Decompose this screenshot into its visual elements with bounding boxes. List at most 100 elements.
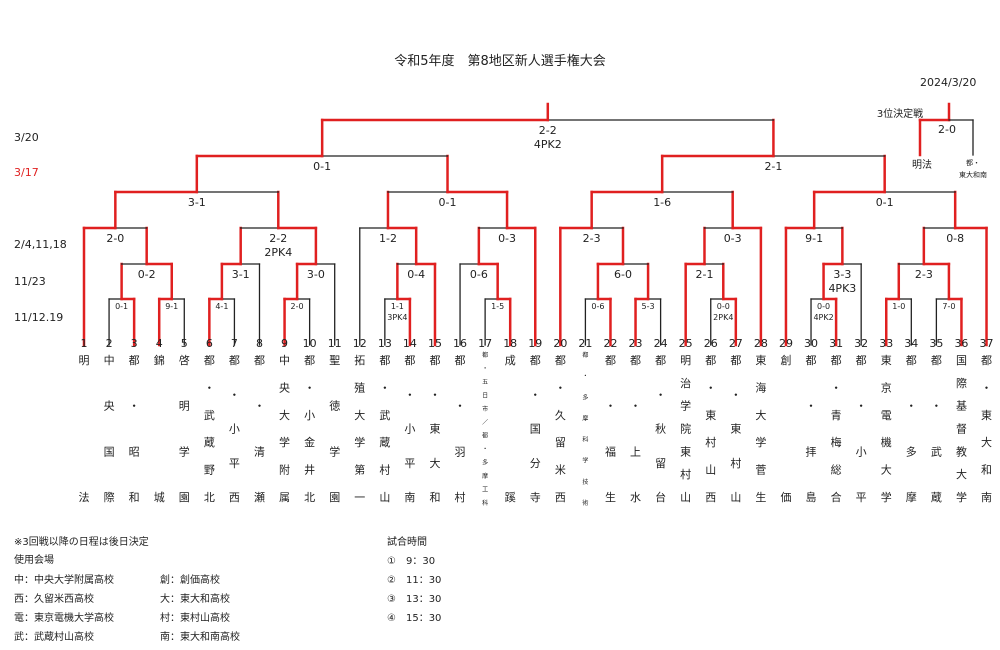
team-name-char: 蔵 <box>204 436 215 449</box>
match-score: 9-1 <box>805 232 823 245</box>
team-name-char: 久 <box>555 409 566 422</box>
team-number: 34 <box>904 337 918 350</box>
team-name-char: ・ <box>831 381 842 394</box>
match-score: 0-0 <box>717 302 730 311</box>
team-number: 17 <box>478 337 492 350</box>
team-name-char: 南 <box>404 491 415 504</box>
team-name-char: 村 <box>455 490 466 504</box>
team-name-char: 都 <box>831 354 842 367</box>
team-number: 14 <box>403 337 417 350</box>
team-name-char: 上 <box>630 445 641 458</box>
team-number: 13 <box>378 337 392 350</box>
third-place-team: 明法 <box>912 158 932 171</box>
team-name-char: 都 <box>204 354 215 367</box>
team-name-char: 都 <box>304 354 315 367</box>
match-score: 0-1 <box>115 302 128 311</box>
team-name-char: 園 <box>179 491 190 504</box>
match-score: 0-1 <box>439 196 457 209</box>
team-name-char: 平 <box>404 457 415 470</box>
team-name-char: ・ <box>655 388 666 401</box>
team-name-char: 都 <box>429 354 440 367</box>
team-name-char: 山 <box>379 491 390 504</box>
time-entry: ③ 13：30 <box>387 594 442 605</box>
team-number: 11 <box>328 337 342 350</box>
team-name-char: 大 <box>755 408 766 422</box>
match-score: 2-2 <box>269 232 287 245</box>
team-name-char: ／ <box>482 419 488 426</box>
team-name-char: 錦 <box>154 353 165 367</box>
team-name-char: 価 <box>780 491 791 504</box>
team-number: 12 <box>353 337 367 350</box>
team-name-char: ・ <box>555 381 566 394</box>
team-name-char: 学 <box>279 435 290 449</box>
team-name-char: 五 <box>482 379 488 386</box>
team-name-char: 学 <box>881 490 892 504</box>
match-score: 0-3 <box>498 232 516 245</box>
team-number: 7 <box>231 337 238 350</box>
team-name-char: 国 <box>956 354 967 367</box>
team-name-char: 西 <box>705 491 716 504</box>
team-name-char: ・ <box>981 381 992 394</box>
third-place-label: 3位決定戦 <box>877 107 923 120</box>
team-name-char: 海 <box>755 380 766 394</box>
team-number: 22 <box>603 337 617 350</box>
team-name-char: 多 <box>582 393 588 401</box>
team-name-char: 園 <box>329 491 340 504</box>
team-name-char: 青 <box>831 409 842 422</box>
team-name-char: 都 <box>981 354 992 367</box>
venue-entry: 西：久留米西高校 <box>14 594 94 605</box>
team-name-char: 明 <box>680 354 691 367</box>
match-score: 1-5 <box>491 302 504 311</box>
team-number: 20 <box>553 337 567 350</box>
team-name-char: 院 <box>680 422 691 436</box>
team-name-char: 科 <box>482 499 488 507</box>
team-name-char: 摩 <box>582 414 588 422</box>
team-name-char: 武 <box>931 445 942 458</box>
team-name-char: 留 <box>655 457 666 470</box>
team-name-char: 南 <box>981 491 992 504</box>
team-name-char: 治 <box>680 376 691 390</box>
team-number: 18 <box>503 337 517 350</box>
team-name-char: 東 <box>705 409 716 422</box>
third-place-team: 都・ <box>966 159 980 167</box>
match-score: 0-6 <box>591 302 604 311</box>
team-number: 31 <box>829 337 843 350</box>
team-name-char: 水 <box>630 491 641 504</box>
team-name-char: 都 <box>806 354 817 367</box>
team-name-char: 蔵 <box>379 436 390 449</box>
match-score: 7-0 <box>942 302 955 311</box>
team-name-char: 術 <box>582 499 588 507</box>
team-name-char: 第 <box>354 463 365 477</box>
team-name-char: ・ <box>630 400 641 413</box>
team-name-char: 殖 <box>354 381 365 394</box>
team-number: 26 <box>704 337 718 350</box>
team-name-char: 機 <box>881 435 892 449</box>
team-name-char: 学 <box>680 399 691 413</box>
team-name-char: ・ <box>705 381 716 394</box>
third-place-team: 東大和南 <box>959 170 987 179</box>
team-number: 1 <box>81 337 88 350</box>
team-name-char: 西 <box>555 491 566 504</box>
team-name-char: 電 <box>881 409 892 422</box>
team-name-char: 督 <box>956 422 967 436</box>
team-name-char: 徳 <box>329 400 340 413</box>
match-score: 2-0 <box>106 232 124 245</box>
team-name-char: ・ <box>931 400 942 413</box>
team-name-char: 和 <box>429 491 440 504</box>
team-name-char: 際 <box>956 377 967 390</box>
match-score: 2-3 <box>915 268 933 281</box>
pk-score: 4PK2 <box>534 138 562 151</box>
team-name-char: 小 <box>304 409 315 422</box>
team-name-char: 留 <box>555 436 566 449</box>
team-name-char: 総 <box>831 463 842 477</box>
team-name-char: 都 <box>730 354 741 367</box>
team-name-char: 大 <box>279 408 290 422</box>
team-name-char: 一 <box>354 491 365 504</box>
team-name-char: 学 <box>755 435 766 449</box>
team-name-char: 生 <box>755 490 766 504</box>
team-name-char: ・ <box>129 400 140 413</box>
team-name-char: 城 <box>154 491 165 504</box>
team-name-char: 村 <box>680 467 691 481</box>
team-name-char: ・ <box>582 373 588 380</box>
team-name-char: 摩 <box>906 490 917 504</box>
